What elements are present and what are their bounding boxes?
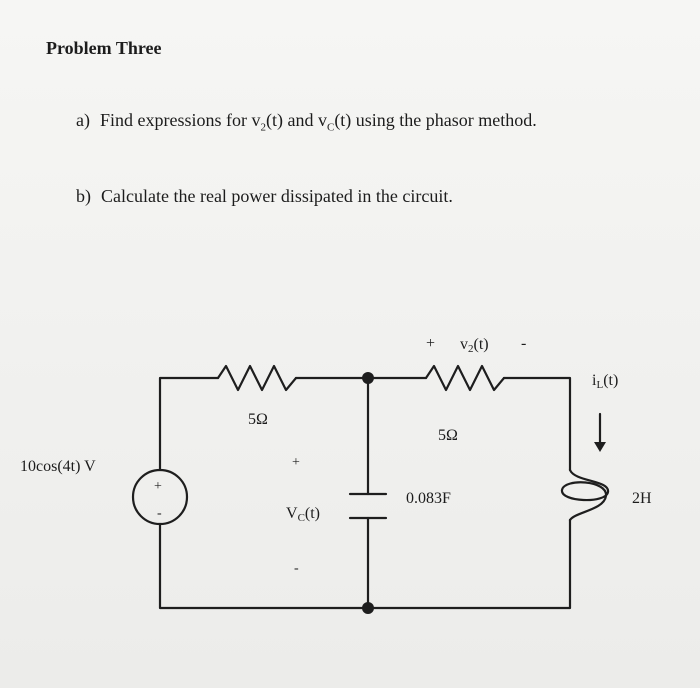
inductor (560, 468, 610, 522)
problem-title: Problem Three (46, 38, 162, 58)
question-b-text: Calculate the real power dissipated in t… (101, 186, 453, 206)
voltage-source (131, 468, 189, 526)
question-b-label: b) (76, 186, 91, 206)
v2-sub: 2 (468, 343, 474, 355)
v2-label: v2(t) (460, 336, 489, 355)
question-a-text-pre: Find expressions for v (99, 110, 261, 130)
vc-letter: V (286, 505, 298, 522)
resistor-2-label: 5Ω (438, 427, 458, 444)
question-a-sub-2: 2 (260, 121, 266, 134)
wire-right-bottom (158, 518, 572, 610)
v2-suffix: (t) (474, 336, 489, 353)
question-a-text-mid: (t) and v (265, 110, 327, 130)
vc-minus: - (294, 561, 299, 576)
il-letter: i (592, 372, 597, 389)
question-a-text-post: (t) using the phasor method. (334, 110, 537, 130)
vc-label: VC(t) (286, 505, 320, 524)
source-label: 10cos(4t) V (20, 458, 96, 475)
v2-minus: - (521, 335, 526, 352)
question-a: a) Find expressions for v2(t) and vC(t) u… (76, 110, 537, 134)
wire-top-left (158, 376, 220, 472)
il-sub: L (596, 379, 603, 391)
node-bottom (362, 602, 374, 614)
question-a-sub-c: C (326, 121, 335, 134)
vc-plus: + (292, 455, 300, 470)
resistor-1 (216, 364, 298, 392)
inductor-label: 2H (632, 490, 652, 507)
question-a-label: a) (76, 110, 90, 130)
resistor-2 (424, 364, 506, 392)
source-plus: + (154, 479, 162, 494)
vc-suffix: (t) (305, 505, 320, 522)
il-label: iL(t) (592, 372, 618, 391)
wire-top-right (502, 376, 572, 472)
question-b: b) Calculate the real power dissipated in… (76, 186, 453, 207)
vc-sub: C (298, 512, 305, 524)
capacitor-label: 0.083F (406, 490, 451, 507)
resistor-1-label: 5Ω (248, 411, 268, 428)
il-suffix: (t) (603, 372, 618, 389)
v2-plus: + (426, 335, 435, 352)
node-top (362, 372, 374, 384)
v2-letter: v (460, 336, 468, 353)
current-arrow-head (594, 442, 606, 452)
source-minus: - (157, 506, 162, 521)
